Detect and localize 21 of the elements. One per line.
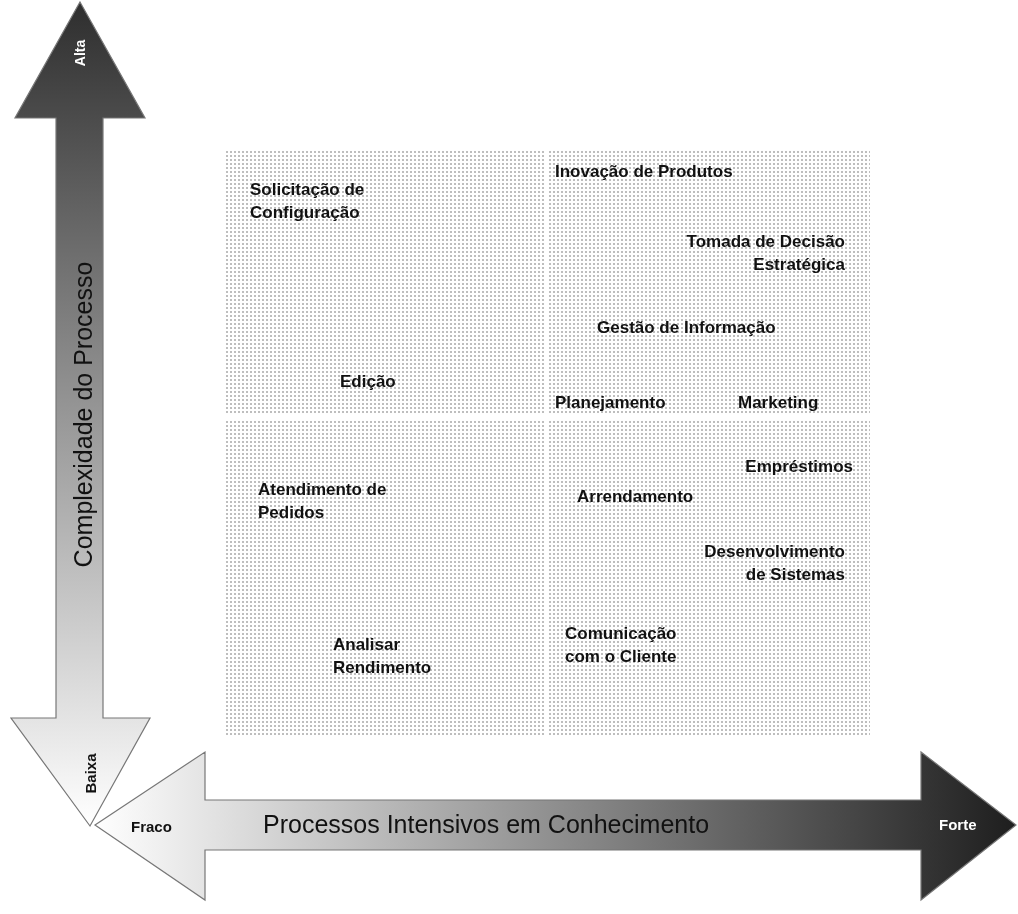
process-label: Arrendamento	[577, 486, 695, 508]
axis-title: Complexidade do Processo	[68, 260, 98, 570]
axis-title: Processos Intensivos em Conhecimento	[263, 810, 710, 839]
quadrant-panel	[548, 420, 870, 735]
process-label: Marketing	[738, 392, 820, 414]
process-label: Gestão de Informação	[597, 317, 777, 339]
process-label: Solicitação de Configuração	[250, 179, 366, 224]
process-label: Comunicação com o Cliente	[565, 623, 678, 668]
quadrant-panel	[225, 420, 545, 735]
process-label: Planejamento	[555, 392, 667, 414]
process-label: Edição	[340, 371, 397, 393]
axis-label: Forte	[939, 816, 977, 833]
process-label: Desenvolvimento de Sistemas	[703, 541, 845, 586]
axis-label: Alta	[72, 38, 88, 69]
process-label: Atendimento de Pedidos	[258, 479, 388, 524]
process-label: Inovação de Produtos	[555, 161, 734, 183]
axis-label: Fraco	[131, 818, 172, 835]
axis-label: Baixa	[81, 752, 99, 796]
process-label: Empréstimos	[744, 456, 853, 478]
process-label: Tomada de Decisão Estratégica	[685, 231, 845, 276]
process-label: Analisar Rendimento	[333, 634, 433, 679]
